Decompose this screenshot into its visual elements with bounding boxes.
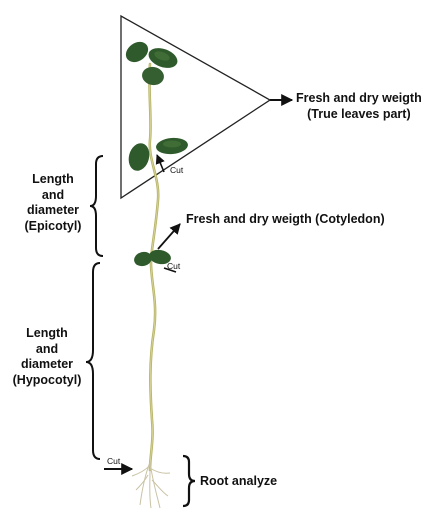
cotyledon-label: Fresh and dry weigth (Cotyledon)	[186, 212, 385, 228]
hypocotyl-line-2: and	[10, 342, 84, 358]
epicotyl-line-4: (Epicotyl)	[22, 219, 84, 235]
true-leaves-subtitle: (True leaves part)	[296, 107, 422, 123]
epicotyl-line-2: and	[22, 188, 84, 204]
root-brace	[183, 456, 195, 506]
hypocotyl-line-1: Length	[10, 326, 84, 342]
cut-upper-label: Cut	[170, 165, 183, 176]
hypocotyl-brace	[86, 263, 100, 459]
true-leaves-title: Fresh and dry weigth	[296, 91, 422, 107]
roots	[132, 462, 170, 508]
epicotyl-line-1: Length	[22, 172, 84, 188]
cut-middle-label: Cut	[167, 261, 180, 272]
hypocotyl-line-4: (Hypocotyl)	[10, 373, 84, 389]
true-leaves-label: Fresh and dry weigth (True leaves part)	[296, 91, 422, 122]
cut-lower-label: Cut	[107, 456, 120, 467]
root-analyze-label: Root analyze	[200, 474, 277, 490]
epicotyl-brace	[90, 156, 103, 256]
cotyledon-arrow	[158, 224, 180, 249]
epicotyl-line-3: diameter	[22, 203, 84, 219]
cut-upper-arrow	[157, 155, 164, 172]
hypocotyl-line-3: diameter	[10, 357, 84, 373]
epicotyl-label: Length and diameter (Epicotyl)	[22, 172, 84, 235]
hypocotyl-label: Length and diameter (Hypocotyl)	[10, 326, 84, 389]
